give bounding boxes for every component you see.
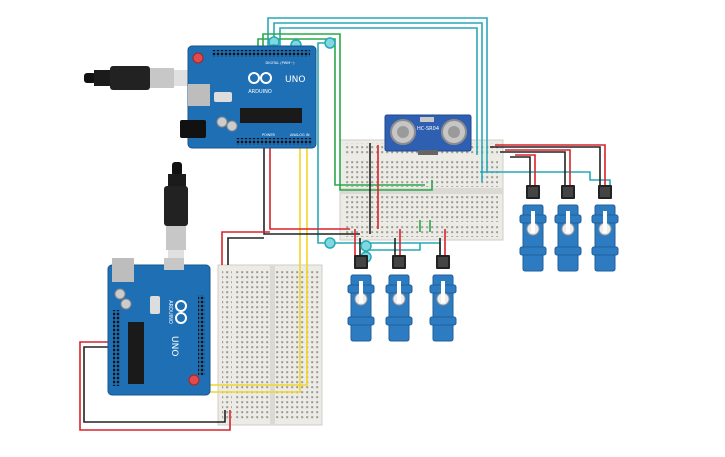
servo-motor [347,255,375,342]
wire-yellow [210,46,301,393]
servo-motor [385,255,413,342]
wire-black [510,156,531,188]
sensor-label: HC-SR04 [417,126,439,132]
wire-black [263,148,360,235]
ultrasonic-sensor: HC-SR04 [384,114,472,155]
wire-red [515,154,536,188]
power-plug-icon [89,74,94,82]
board-model: UNO [285,75,305,85]
wire-teal [365,243,421,256]
power-header-label: POWER [262,133,276,137]
servo-motor [519,185,547,272]
board-model: UNO [169,336,179,356]
servo-motor [554,185,582,272]
wire-yellow [210,46,308,386]
arduino-uno-top: ARDUINO UNO DIGITAL (PWM~) POWER ANALOG … [180,45,317,149]
wire-teal [480,171,611,188]
arduino-uno-bottom: ARDUINO UNO [107,258,211,396]
servo-motor [429,255,457,342]
digital-header-label: DIGITAL (PWM~) [265,61,295,65]
servo-motor [591,185,619,272]
wire-red [221,231,270,265]
wire-teal [267,17,488,172]
wire-red [79,341,231,431]
wire-red [269,148,350,230]
wire-black [83,346,226,423]
arduino-logo-icon [248,72,272,84]
servos [347,185,619,342]
analog-header-label: ANALOG IN [290,133,310,137]
wires [79,17,611,431]
usb-cable-icon [164,162,188,268]
board-brand: ARDUINO [167,300,173,324]
wire-teal [279,27,478,155]
wire-black [227,237,264,265]
board-brand: ARDUINO [248,89,272,95]
wire-teal [317,42,330,244]
wire-red [495,144,606,188]
wire-black [500,151,566,188]
usb-cable-icon [84,66,194,90]
wire-green [262,33,433,191]
breadboard-left [217,264,323,426]
wire-black [490,146,601,188]
arduino-logo-icon [175,300,187,324]
wire-red [505,149,571,188]
wire-green [257,38,425,186]
